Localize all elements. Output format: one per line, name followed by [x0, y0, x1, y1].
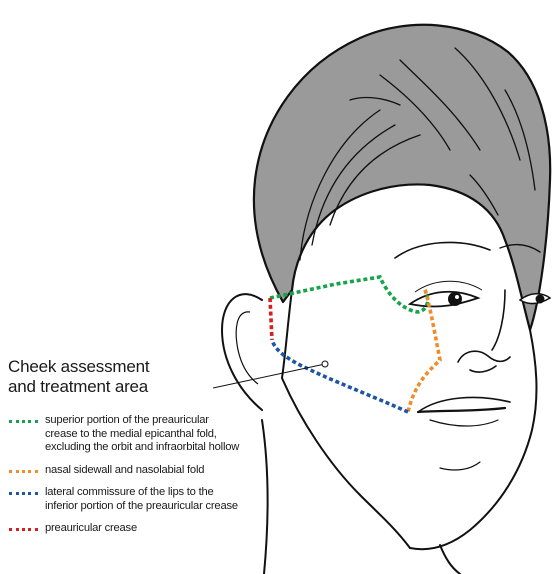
callout-point: [322, 361, 328, 367]
face-outline: [262, 290, 536, 574]
legend-line: crease to the medial epicanthal fold,: [45, 428, 279, 442]
legend-item-inferior: lateral commissure of the lips to the in…: [9, 486, 279, 513]
legend-text-nasal: nasal sidewall and nasolabial fold: [45, 464, 279, 478]
preauricular-border: [270, 298, 272, 340]
title-line-2: and treatment area: [8, 377, 149, 397]
legend-text-superior: superior portion of the preauricular cre…: [45, 414, 279, 455]
hair: [254, 25, 550, 330]
legend-swatch-blue: [9, 492, 38, 495]
title-line-1: Cheek assessment: [8, 357, 149, 377]
cheek-region-outline: [270, 277, 440, 412]
ear: [222, 294, 262, 410]
diagram-title: Cheek assessment and treatment area: [8, 357, 149, 397]
legend-swatch-green: [9, 420, 38, 423]
legend-swatch-orange: [9, 470, 38, 473]
legend-text-inferior: lateral commissure of the lips to the in…: [45, 486, 279, 513]
legend-line: superior portion of the preauricular: [45, 414, 279, 428]
legend-swatch-red: [9, 528, 38, 531]
legend-line: inferior portion of the preauricular cre…: [45, 500, 279, 514]
legend-line: lateral commissure of the lips to the: [45, 486, 279, 500]
legend-text-preauricular: preauricular crease: [45, 522, 279, 536]
legend-line: preauricular crease: [45, 522, 279, 536]
legend: superior portion of the preauricular cre…: [9, 414, 279, 545]
legend-line: nasal sidewall and nasolabial fold: [45, 464, 279, 478]
legend-item-superior: superior portion of the preauricular cre…: [9, 414, 279, 455]
mouth: [418, 397, 510, 470]
legend-item-preauricular: preauricular crease: [9, 522, 279, 536]
legend-line: excluding the orbit and infraorbital hol…: [45, 441, 279, 455]
legend-item-nasal: nasal sidewall and nasolabial fold: [9, 464, 279, 478]
